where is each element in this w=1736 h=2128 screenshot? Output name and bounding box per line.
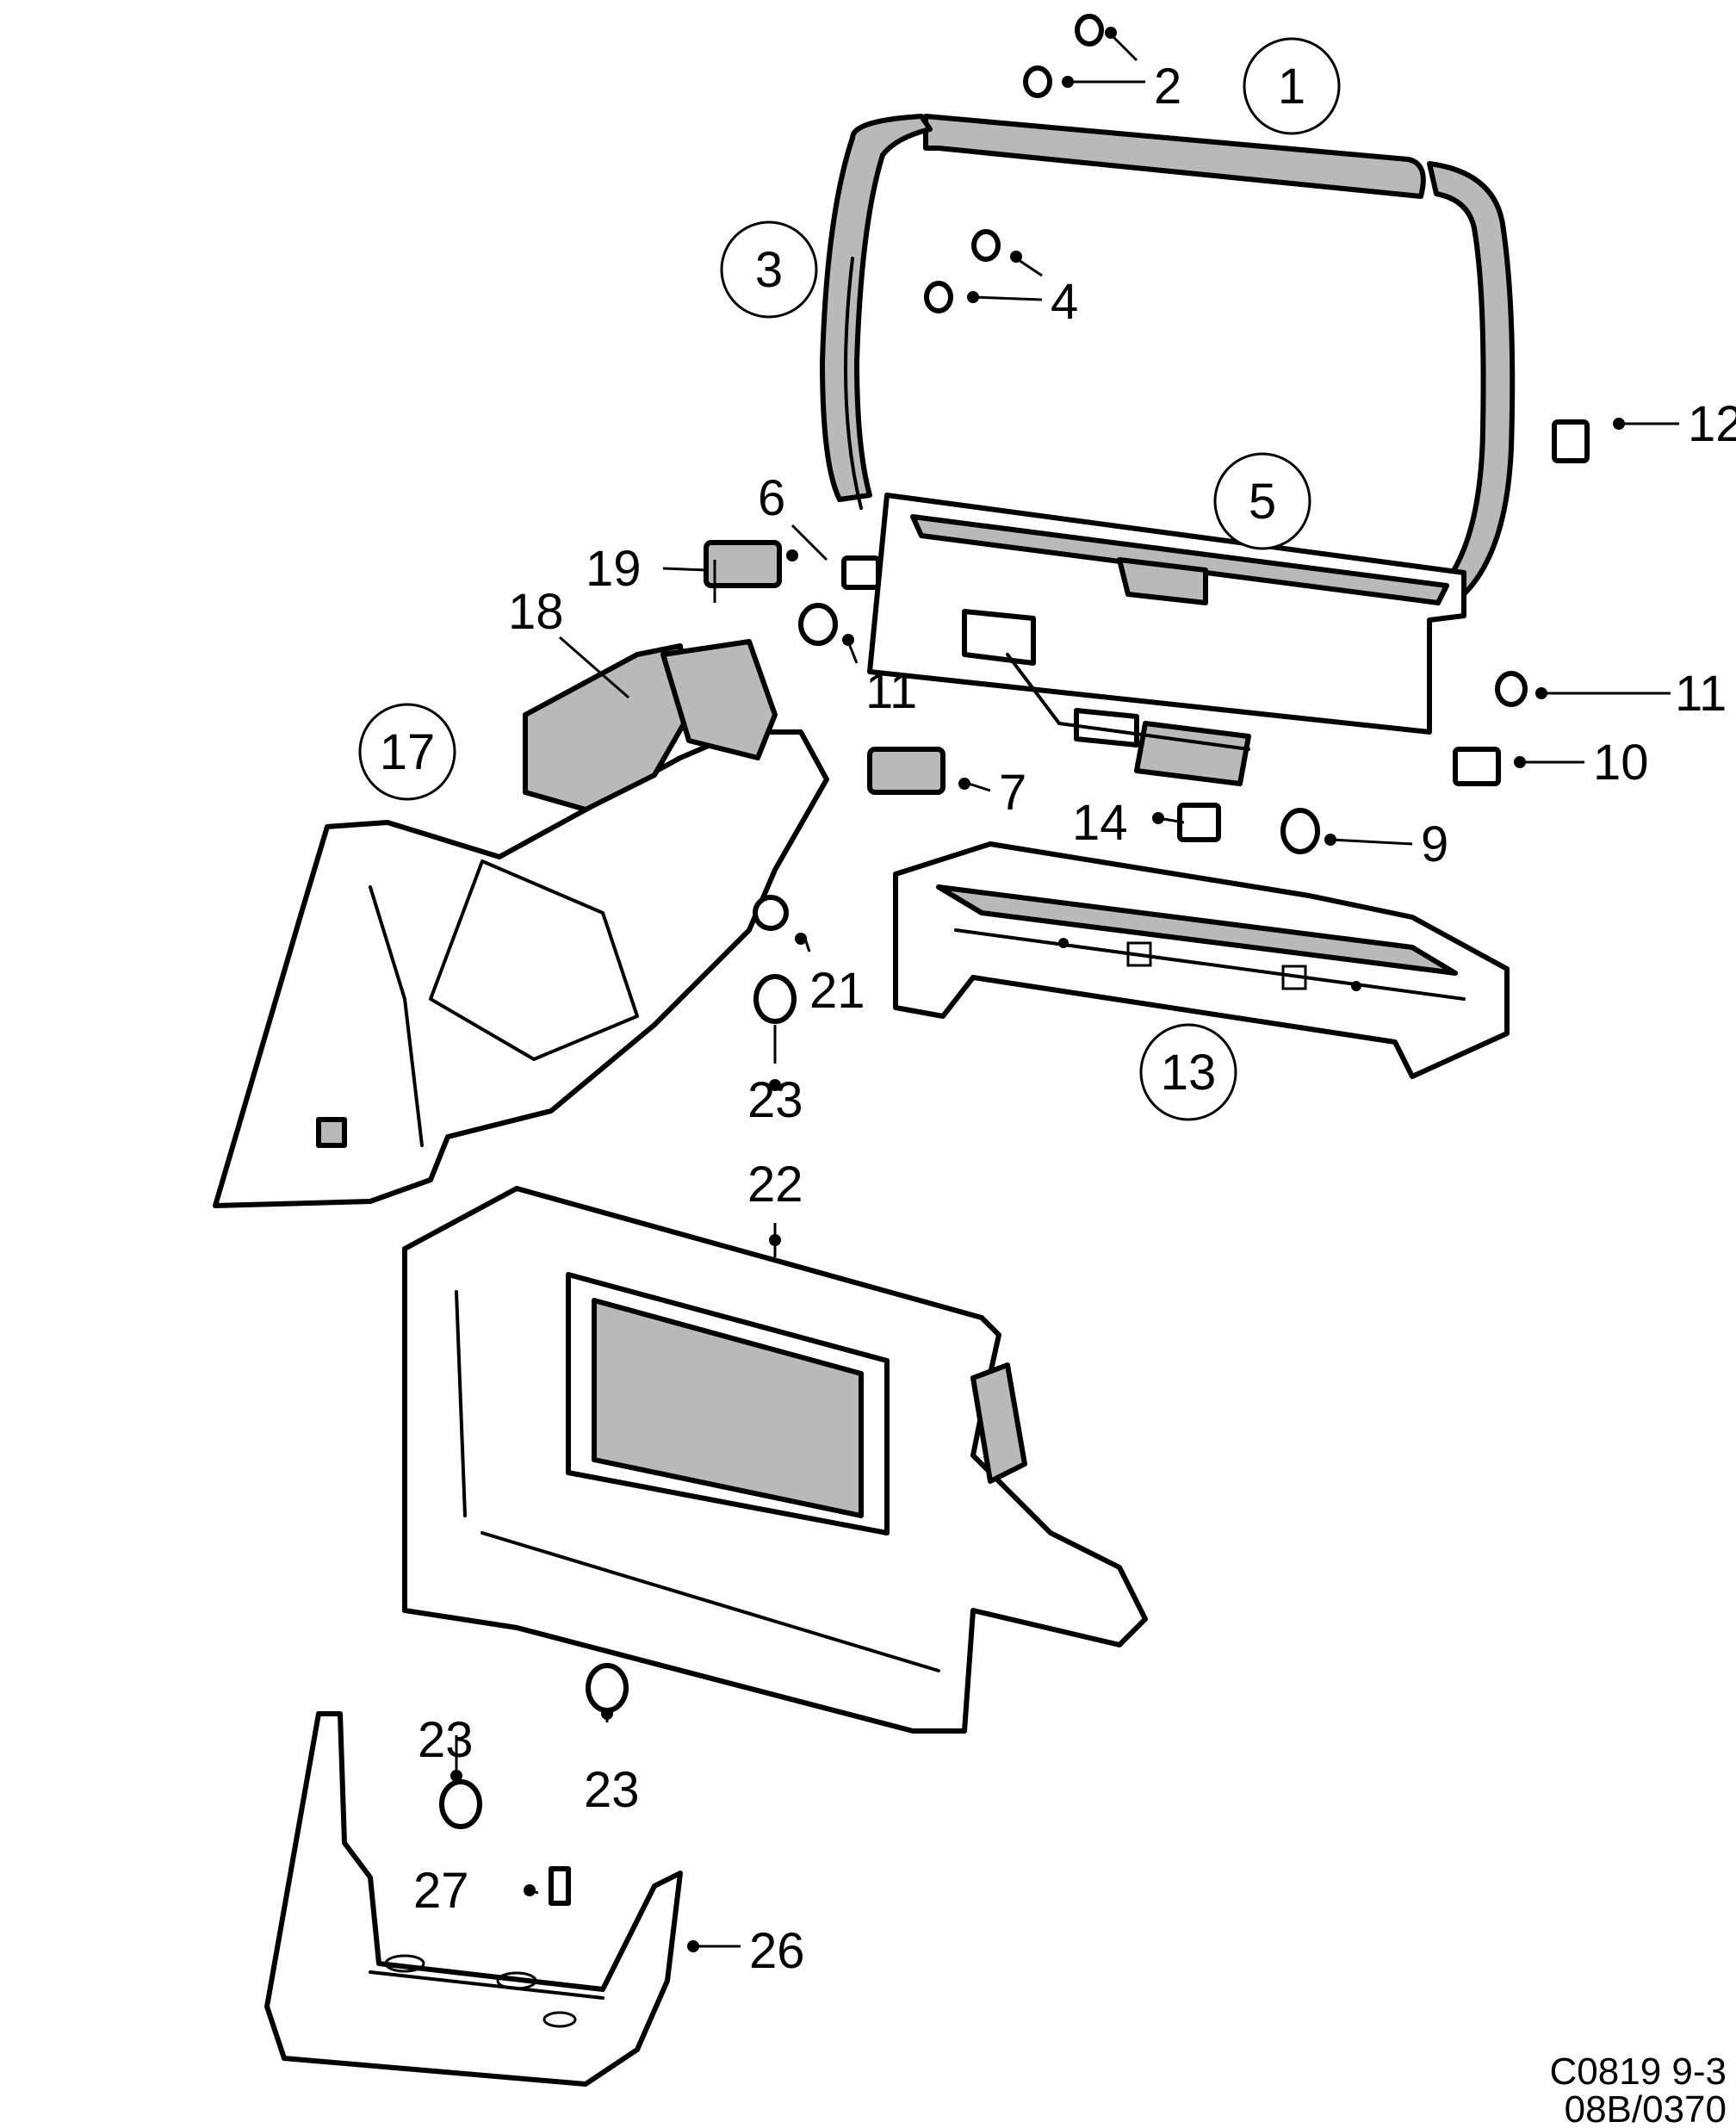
callout-6-label: 6: [758, 470, 785, 526]
callout-1-label: 1: [1278, 59, 1305, 115]
floor-tray: [264, 1711, 683, 2087]
callout-7-label: 7: [999, 765, 1026, 821]
rear-sill-panel: [893, 841, 1510, 1079]
callout-23-right-label: 23: [584, 1762, 640, 1818]
callout-21-label: 21: [809, 963, 865, 1019]
figure-code-line-2: 08B/0370: [1565, 2088, 1727, 2128]
figure-code-line-1: C0819 9-3: [1550, 2050, 1727, 2093]
callout-5-label: 5: [1249, 474, 1276, 530]
callout-27-label: 27: [413, 1863, 469, 1919]
leader-lines: [455, 33, 1679, 1948]
callout-numbers: 2 4 6 7 9 10 11 11 12 14 18 19 21 22 23 …: [413, 59, 1736, 1979]
callout-19-label: 19: [586, 541, 642, 597]
circled-callout-17: 17: [358, 703, 456, 801]
callout-26-label: 26: [749, 1923, 805, 1979]
figure-code: C0819 9-3 08B/0370: [1550, 2050, 1727, 2128]
callout-14-label: 14: [1072, 795, 1128, 851]
left-side-trim-panel: [213, 639, 829, 1208]
callout-22-label: 22: [747, 1157, 803, 1213]
callout-17-label: 17: [380, 724, 436, 780]
callout-10-label: 10: [1593, 735, 1649, 791]
window-frame-trim: [820, 114, 1516, 597]
callout-11-right-label: 11: [1675, 666, 1727, 722]
lower-tailgate-panel: [867, 493, 1466, 786]
callout-12-label: 12: [1688, 396, 1736, 452]
callout-9-label: 9: [1421, 816, 1448, 872]
rear-panel: [402, 1186, 1148, 1734]
callout-23-left-label: 23: [418, 1712, 474, 1768]
callout-2-label: 2: [1154, 59, 1181, 115]
callout-18-label: 18: [508, 584, 564, 640]
callout-13-label: 13: [1161, 1045, 1217, 1101]
callout-3-label: 3: [755, 242, 783, 298]
circled-callout-3: 3: [720, 220, 818, 319]
circled-callout-1: 1: [1243, 37, 1341, 135]
circled-callout-13: 13: [1139, 1023, 1237, 1121]
callout-4-label: 4: [1051, 274, 1078, 330]
callout-23-upper-label: 23: [747, 1072, 803, 1128]
callout-11-left-label: 11: [865, 663, 917, 719]
leader-dots: [450, 27, 1625, 1952]
circled-callout-5: 5: [1213, 452, 1311, 550]
